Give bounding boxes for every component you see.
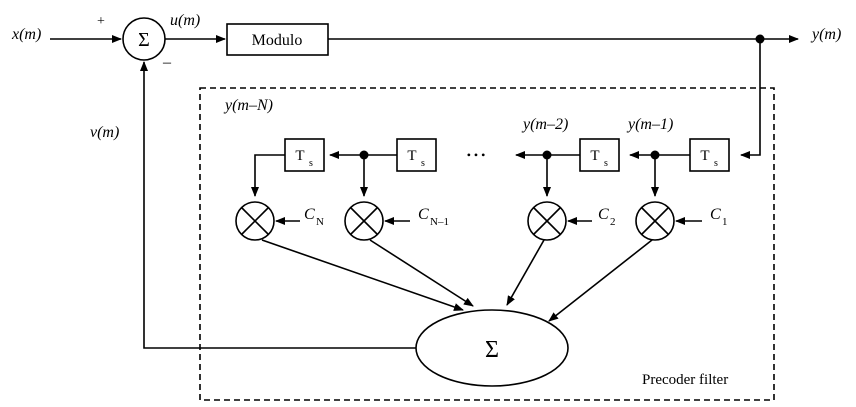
multiplier-2: [527, 201, 567, 241]
mult-2-to-sum: [506, 239, 545, 306]
modulo-block: [226, 23, 329, 56]
coef-n1-label: C: [418, 206, 429, 223]
coef-2-sub: 2: [610, 216, 616, 228]
output-label: y(m): [810, 26, 841, 43]
coef-2-label: C: [598, 206, 609, 223]
delay-1-label: T: [700, 148, 709, 164]
multiplier-n: [235, 201, 275, 241]
mult-n1-to-sum: [369, 239, 474, 307]
u-label: u(m): [170, 12, 200, 29]
delay-n-sub: s: [309, 158, 313, 169]
modulo-label: Modulo: [252, 32, 303, 49]
y-m-1-label: y(m–1): [626, 116, 673, 133]
delay-1-sub: s: [714, 158, 718, 169]
summer-symbol: Σ: [138, 29, 150, 51]
ellipsis-dots: • • •: [467, 148, 486, 162]
precoder-filter-boundary: [199, 87, 775, 401]
delay-n1-label: T: [407, 148, 416, 164]
precoder-filter-label: Precoder filter: [642, 372, 728, 388]
delay-n1-sub: s: [421, 158, 425, 169]
feedback-line: [140, 61, 416, 349]
y-m-n-label: y(m–N): [223, 97, 273, 114]
multiplier-1: [635, 201, 675, 241]
delay-block-1: [689, 138, 730, 172]
minus-sign: –: [162, 54, 172, 71]
y-m-2-label: y(m–2): [521, 116, 568, 133]
multiplier-n1: [344, 201, 384, 241]
mult-n-to-sum: [261, 239, 464, 311]
input-label: x(m): [11, 26, 41, 43]
delay-n-out-line: [251, 154, 285, 197]
coef-n-sub: N: [316, 216, 324, 228]
coef-1-sub: 1: [722, 216, 728, 228]
mult-1-to-sum: [548, 239, 653, 322]
output-tap-line: [740, 39, 761, 159]
delay-n-label: T: [295, 148, 304, 164]
coef-n1-sub: N–1: [430, 216, 449, 228]
coef-1-label: C: [710, 206, 721, 223]
plus-sign: +: [97, 14, 105, 29]
delay-2-label: T: [590, 148, 599, 164]
coef-n-label: C: [304, 206, 315, 223]
delay-2-sub: s: [604, 158, 608, 169]
feedback-label: v(m): [90, 124, 119, 141]
filter-sum-symbol: Σ: [485, 337, 499, 363]
